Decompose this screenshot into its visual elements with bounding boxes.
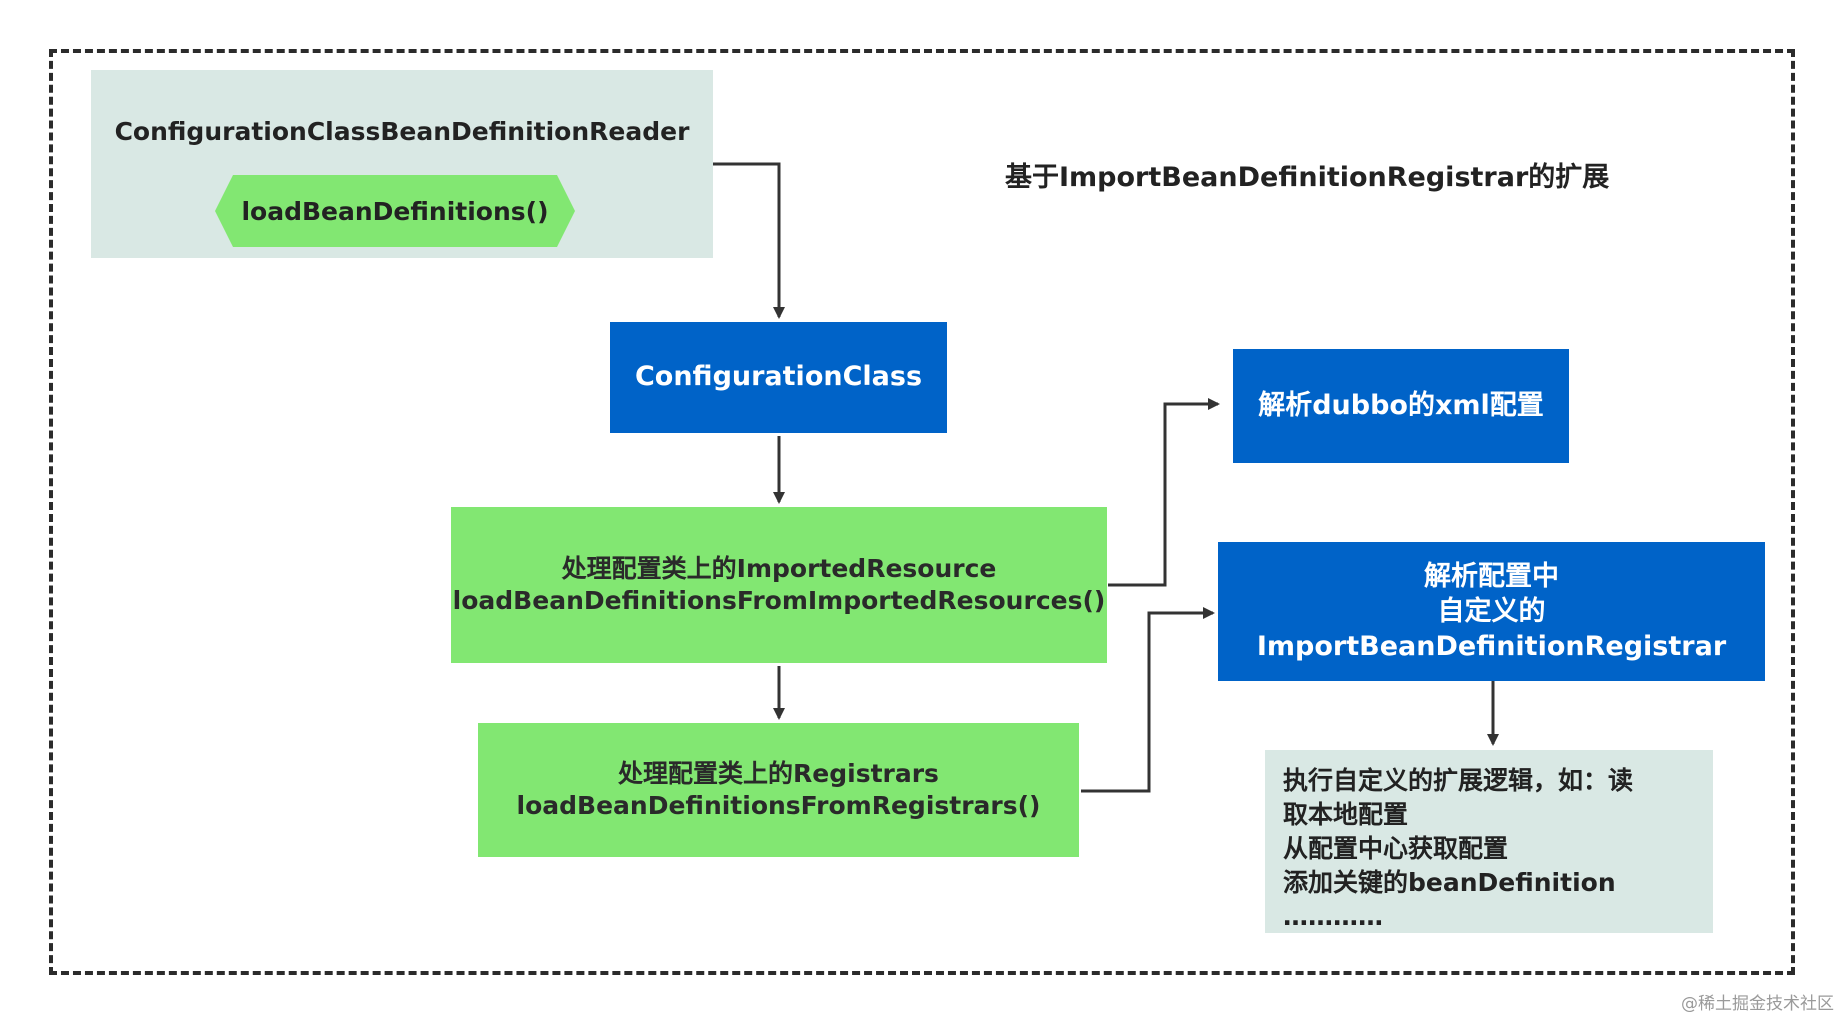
custom-registrar-node: 解析配置中 自定义的 ImportBeanDefinitionRegistrar: [1218, 542, 1765, 681]
custom-logic-note: 执行自定义的扩展逻辑，如：读 取本地配置 从配置中心获取配置 添加关键的bean…: [1265, 750, 1713, 933]
custom-logic-line: …………: [1283, 902, 1383, 931]
custom-logic-line: 取本地配置: [1283, 800, 1409, 829]
custom-registrar-line-3: ImportBeanDefinitionRegistrar: [1256, 631, 1727, 663]
reader-label: ConfigurationClassBeanDefinitionReader: [114, 117, 690, 146]
configuration-class-node: ConfigurationClass: [610, 322, 947, 433]
registrars-line-1: 处理配置类上的Registrars: [618, 759, 939, 788]
dashed-boundary: [49, 49, 1795, 975]
custom-logic-line: 执行自定义的扩展逻辑，如：读: [1283, 766, 1634, 795]
edge-registrars-to-custom-registrar: [1081, 607, 1215, 793]
custom-registrar-line-1: 解析配置中: [1424, 560, 1559, 592]
imported-resource-line-2: loadBeanDefinitionsFromImportedResources…: [452, 586, 1106, 615]
configuration-class-label: ConfigurationClass: [634, 361, 923, 393]
diagram-title: 基于ImportBeanDefinitionRegistrar的扩展: [1005, 162, 1610, 193]
dubbo-xml-label: 解析dubbo的xml配置: [1258, 389, 1544, 421]
dubbo-xml-node: 解析dubbo的xml配置: [1233, 349, 1569, 463]
custom-logic-line: 添加关键的beanDefinition: [1283, 868, 1616, 897]
edge-reader-to-configuration-class: [713, 162, 785, 319]
load-bean-definitions-label: loadBeanDefinitions(): [241, 196, 549, 226]
custom-registrar-line-2: 自定义的: [1437, 595, 1546, 627]
edge-imported-resource-to-dubbo-xml: [1108, 398, 1220, 587]
registrars-line-2: loadBeanDefinitionsFromRegistrars(): [516, 791, 1041, 820]
imported-resource-line-1: 处理配置类上的ImportedResource: [561, 554, 997, 583]
load-bean-definitions-method: loadBeanDefinitions(): [215, 175, 575, 247]
custom-logic-line: 从配置中心获取配置: [1283, 834, 1509, 863]
registrars-node: 处理配置类上的Registrars loadBeanDefinitionsFro…: [478, 723, 1079, 857]
imported-resource-node: 处理配置类上的ImportedResource loadBeanDefiniti…: [451, 507, 1107, 663]
watermark: @稀土掘金技术社区: [1681, 994, 1834, 1014]
